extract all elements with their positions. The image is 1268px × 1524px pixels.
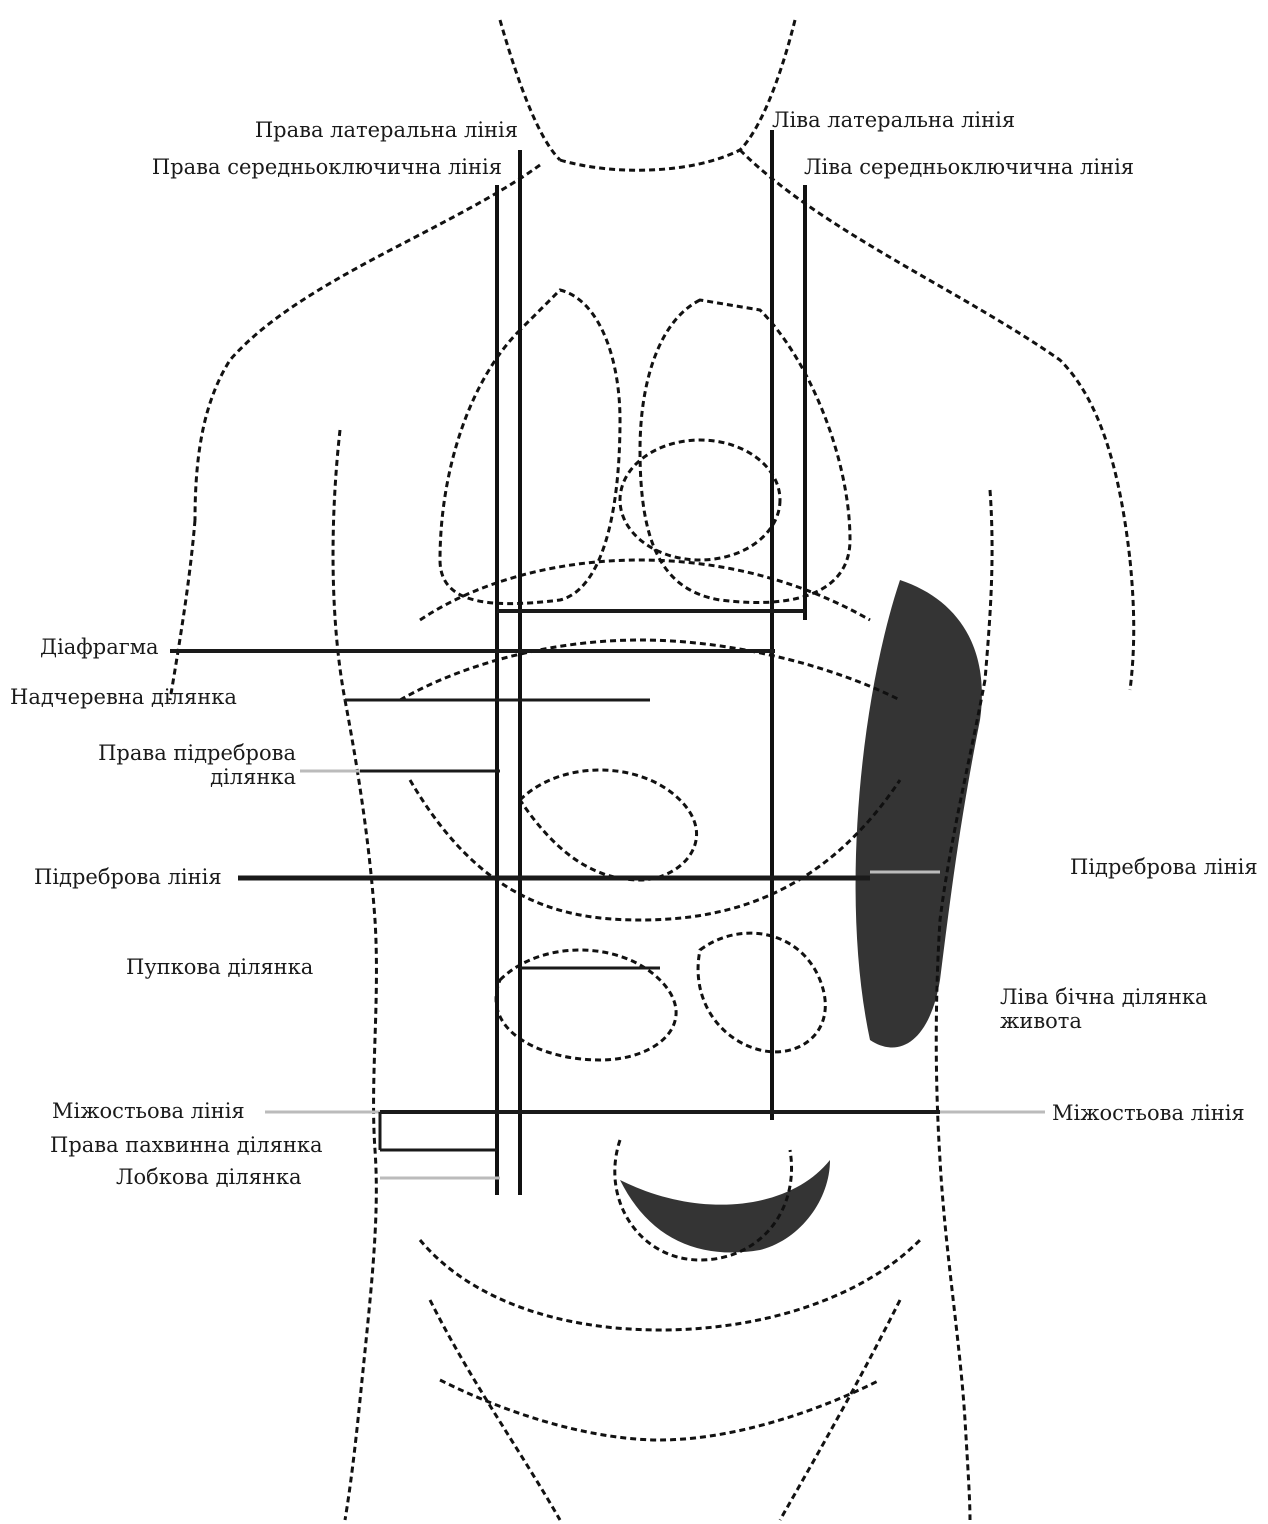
label-intertubercular-line-left: Міжостьова лінія [52, 1099, 245, 1123]
label-pubic-region: Лобкова ділянка [116, 1165, 301, 1189]
shading-left-flank [856, 580, 982, 1048]
label-left-lateral-line: Ліва латеральна лінія [772, 108, 1015, 132]
label-left-midclavicular-line: Ліва середньоключична лінія [804, 155, 1134, 179]
label-right-midclavicular-line: Права середньоключична лінія [152, 155, 502, 179]
label-right-inguinal-region: Права пахвинна ділянка [50, 1133, 323, 1157]
label-right-lateral-line: Права латеральна лінія [255, 118, 518, 142]
label-epigastric-region: Надчеревна ділянка [10, 685, 237, 709]
label-intertubercular-line-right: Міжостьова лінія [1052, 1101, 1245, 1125]
label-diaphragm: Діафрагма [40, 635, 159, 659]
vertical-lines [497, 130, 805, 1195]
label-right-hypochondriac-region: Права підреброва ділянка [98, 741, 296, 789]
label-subcostal-line-left: Підреброва лінія [34, 865, 222, 889]
shading-pelvis [620, 1160, 830, 1252]
label-umbilical-region: Пупкова ділянка [126, 955, 313, 979]
label-left-lateral-abdominal-region: Ліва бічна ділянка живота [1000, 985, 1208, 1033]
label-subcostal-line-right: Підреброва лінія [1070, 855, 1258, 879]
